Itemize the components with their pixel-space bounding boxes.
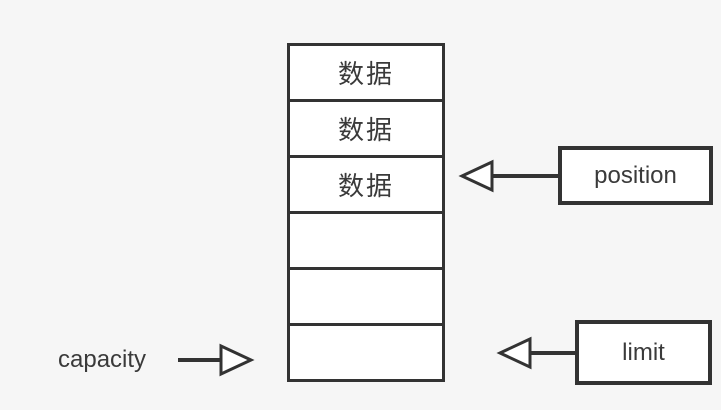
position-left-arrow-icon [458, 159, 558, 193]
buffer-cell-label: 数据 [337, 59, 394, 89]
capacity-right-arrow-icon [178, 343, 255, 377]
position-pointer-box: position [558, 146, 713, 205]
buffer-cell-0: 数据 [290, 46, 442, 102]
buffer-cell-label: 数据 [337, 171, 394, 201]
limit-pointer-box: limit [575, 320, 712, 385]
buffer-cell-5 [290, 326, 442, 379]
buffer-cell-label: 数据 [337, 115, 394, 145]
buffer-cell-1: 数据 [290, 102, 442, 158]
capacity-label: capacity [58, 346, 147, 373]
buffer-cell-3 [290, 214, 442, 270]
buffer-stack: 数据 数据 数据 [287, 43, 445, 382]
limit-left-arrow-icon [496, 336, 575, 370]
buffer-cell-2: 数据 [290, 158, 442, 214]
position-pointer-label: position [594, 161, 677, 189]
buffer-cell-4 [290, 270, 442, 326]
limit-pointer-label: limit [622, 338, 665, 366]
